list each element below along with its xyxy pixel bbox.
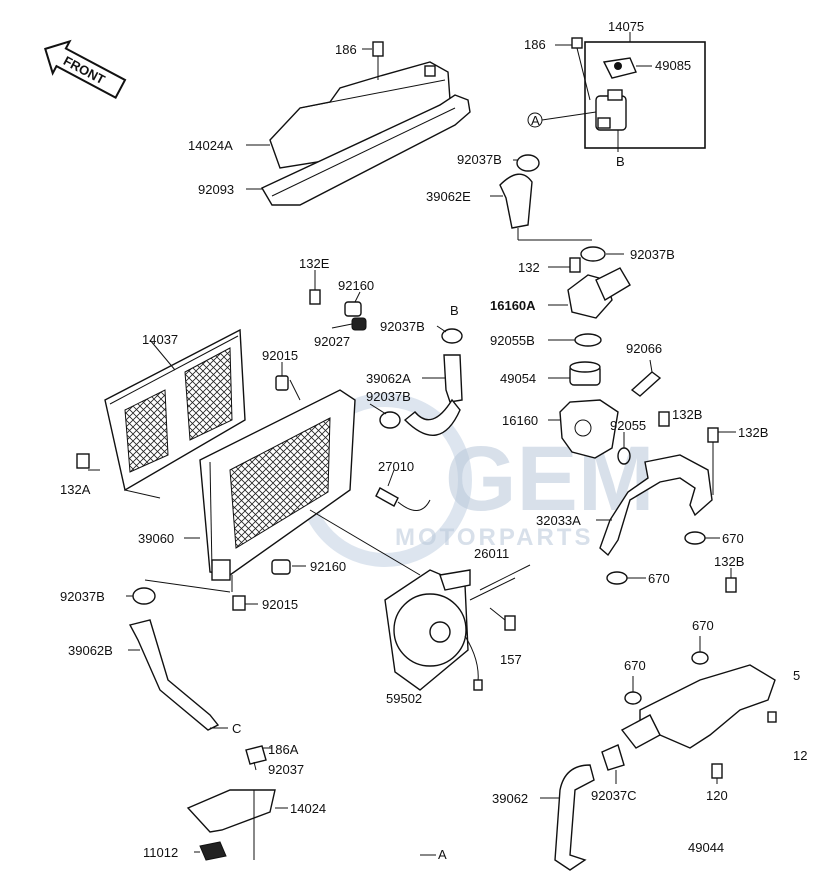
radiator-grille	[104, 328, 246, 492]
label-92037C: 92037C	[591, 788, 637, 803]
label-132A: 132A	[60, 482, 91, 497]
label-12: 12	[793, 748, 807, 763]
label-92037B: 92037B	[60, 589, 105, 604]
label-92066: 92066	[626, 341, 662, 356]
label-14024: 14024	[290, 801, 326, 816]
label-92055B: 92055B	[490, 333, 535, 348]
label-132B: 132B	[738, 425, 768, 440]
label-27010: 27010	[378, 459, 414, 474]
label-59502: 59502	[386, 691, 422, 706]
label-a: A	[531, 113, 540, 128]
label-92055: 92055	[610, 418, 646, 433]
label-92160: 92160	[338, 278, 374, 293]
label-16160: 16160	[502, 413, 538, 428]
label-132B: 132B	[672, 407, 702, 422]
label-49044: 49044	[688, 840, 724, 855]
label-92160: 92160	[310, 559, 346, 574]
label-39062A: 39062A	[366, 371, 411, 386]
label-670: 670	[624, 658, 646, 673]
label-39062E: 39062E	[426, 189, 471, 204]
label-26011: 26011	[474, 546, 509, 561]
label-92027: 92027	[314, 334, 350, 349]
label-39062: 39062	[492, 791, 528, 806]
label-186A: 186A	[268, 742, 299, 757]
label-39062B: 39062B	[68, 643, 113, 658]
radiator-top-cover	[261, 41, 471, 206]
label-132B: 132B	[714, 554, 744, 569]
thermostat-housing-box	[571, 32, 706, 149]
label-49054: 49054	[500, 371, 536, 386]
label-92037: 92037	[268, 762, 304, 777]
label-14075: 14075	[608, 19, 644, 34]
label-92037B: 92037B	[380, 319, 425, 334]
label-120: 120	[706, 788, 728, 803]
label-14024A: 14024A	[188, 138, 233, 153]
label-32033A: 32033A	[536, 513, 581, 528]
label-132E: 132E	[299, 256, 330, 271]
label-5: 5	[793, 668, 800, 683]
label-92037B: 92037B	[630, 247, 675, 262]
label-92093: 92093	[198, 182, 234, 197]
label-92015: 92015	[262, 348, 298, 363]
watermark-sub: MOTORPARTS	[395, 524, 593, 551]
radiator-core	[199, 389, 356, 581]
label-92037B: 92037B	[457, 152, 502, 167]
label-39060: 39060	[138, 531, 174, 546]
label-c: C	[232, 721, 241, 736]
front-arrow-icon: FRONT	[44, 39, 127, 99]
label-670: 670	[648, 571, 670, 586]
label-157: 157	[500, 652, 522, 667]
water-pipe	[599, 454, 713, 557]
label-16160A: 16160A	[490, 298, 536, 313]
label-b-2: B	[450, 303, 459, 318]
cooling-fan	[384, 569, 471, 691]
label-a-2: A	[438, 847, 447, 862]
label-14037: 14037	[142, 332, 178, 347]
label-92037B: 92037B	[366, 389, 411, 404]
label-11012: 11012	[143, 845, 178, 860]
label-132: 132	[518, 260, 540, 275]
label-670: 670	[692, 618, 714, 633]
water-pipe-lower	[620, 664, 776, 749]
label-186: 186	[335, 42, 357, 57]
label-92015: 92015	[262, 597, 298, 612]
label-186-b: 186	[524, 37, 546, 52]
label-49085: 49085	[655, 58, 691, 73]
water-outlet-elbow	[567, 257, 631, 319]
label-670: 670	[722, 531, 744, 546]
label-b: B	[616, 154, 625, 169]
